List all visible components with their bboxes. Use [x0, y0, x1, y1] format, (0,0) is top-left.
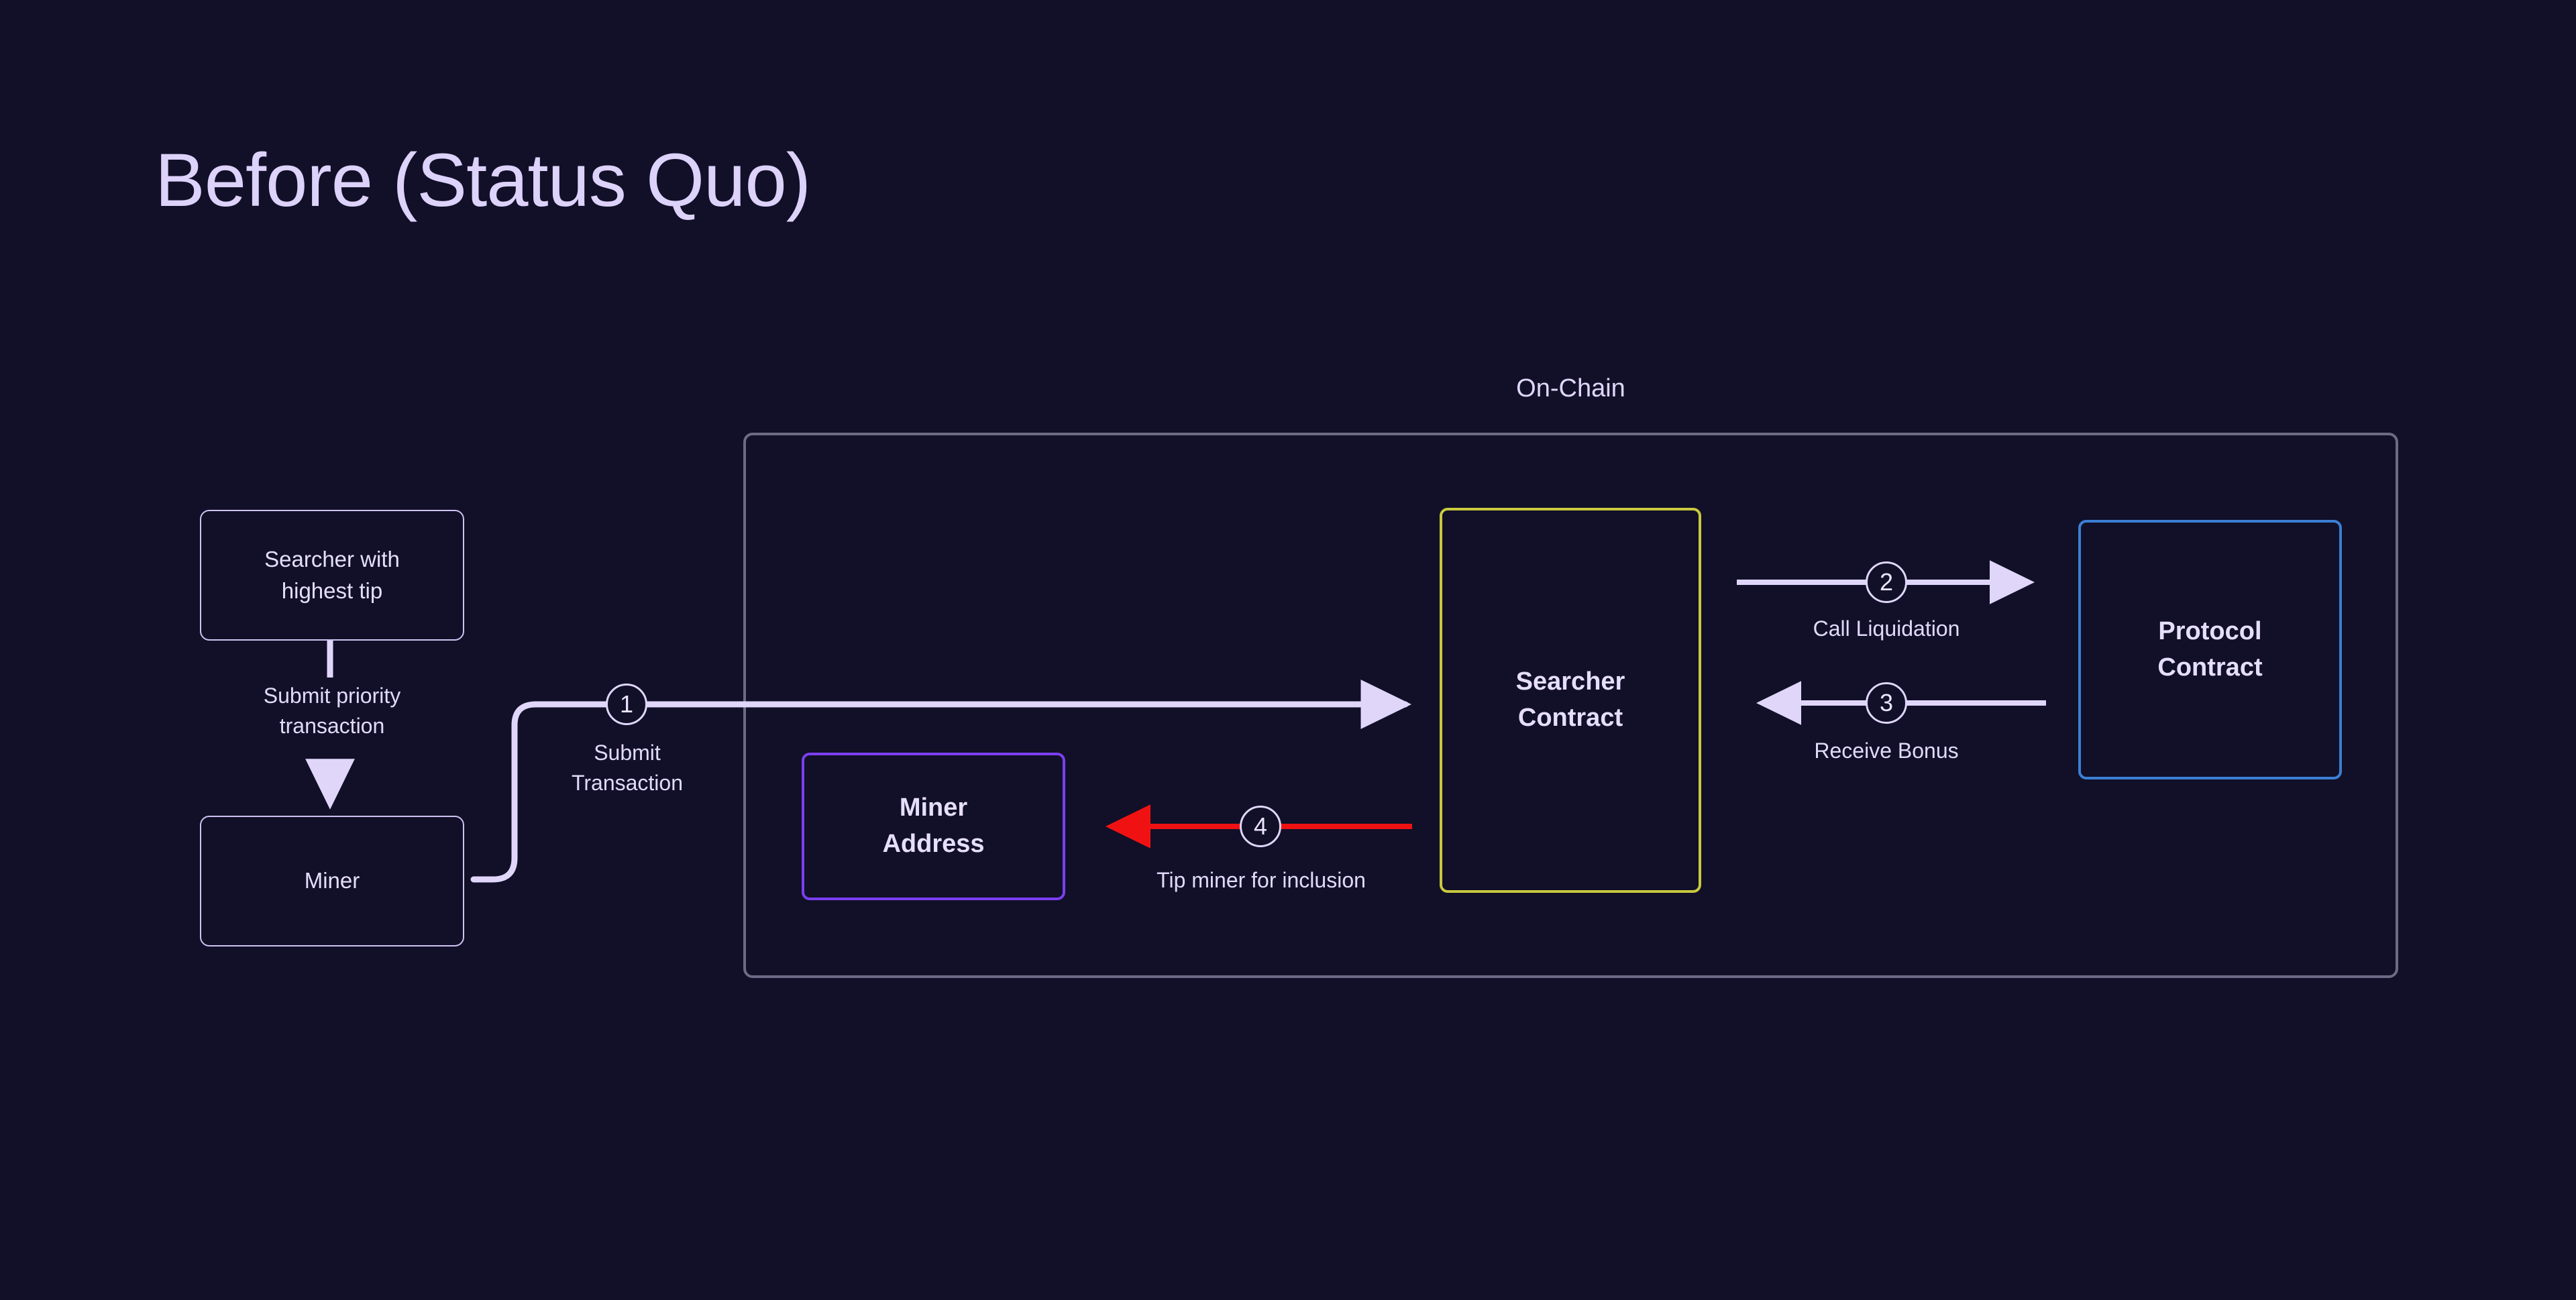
edge-label-tip-miner: Tip miner for inclusion [1157, 868, 1366, 892]
node-miner-address[interactable]: Miner Address [802, 753, 1065, 900]
node-miner-offchain-label: Miner [304, 868, 360, 893]
step-badge-1-value: 1 [619, 690, 634, 718]
edge-label-call-liquidation: Call Liquidation [1813, 616, 1960, 641]
onchain-caption: On-Chain [1516, 374, 1625, 402]
step-badge-1: 1 [606, 684, 647, 725]
node-searcher-offchain-label: Searcher with highest tip [264, 546, 400, 603]
step-badge-3-value: 3 [1879, 689, 1894, 716]
edge-label-receive-bonus: Receive Bonus [1814, 739, 1959, 763]
step-badge-2: 2 [1866, 561, 1907, 603]
step-badge-2-value: 2 [1879, 568, 1894, 596]
node-protocol-contract-label: Protocol Contract [2157, 616, 2263, 682]
page-title: Before (Status Quo) [155, 138, 811, 222]
step-badge-4-value: 4 [1253, 812, 1268, 840]
node-searcher-contract-label: Searcher Contract [1515, 667, 1625, 732]
node-searcher-offchain[interactable]: Searcher with highest tip [200, 510, 464, 641]
node-miner-offchain[interactable]: Miner [200, 816, 464, 946]
node-searcher-contract[interactable]: Searcher Contract [1440, 508, 1701, 893]
node-miner-address-label: Miner Address [882, 794, 985, 858]
node-protocol-contract[interactable]: Protocol Contract [2078, 520, 2342, 779]
step-badge-3: 3 [1866, 682, 1907, 724]
edge-label-submit-transaction: Submit Transaction [572, 741, 683, 795]
step-badge-4: 4 [1240, 806, 1281, 847]
edge-label-submit-priority: Submit priority transaction [263, 684, 401, 738]
